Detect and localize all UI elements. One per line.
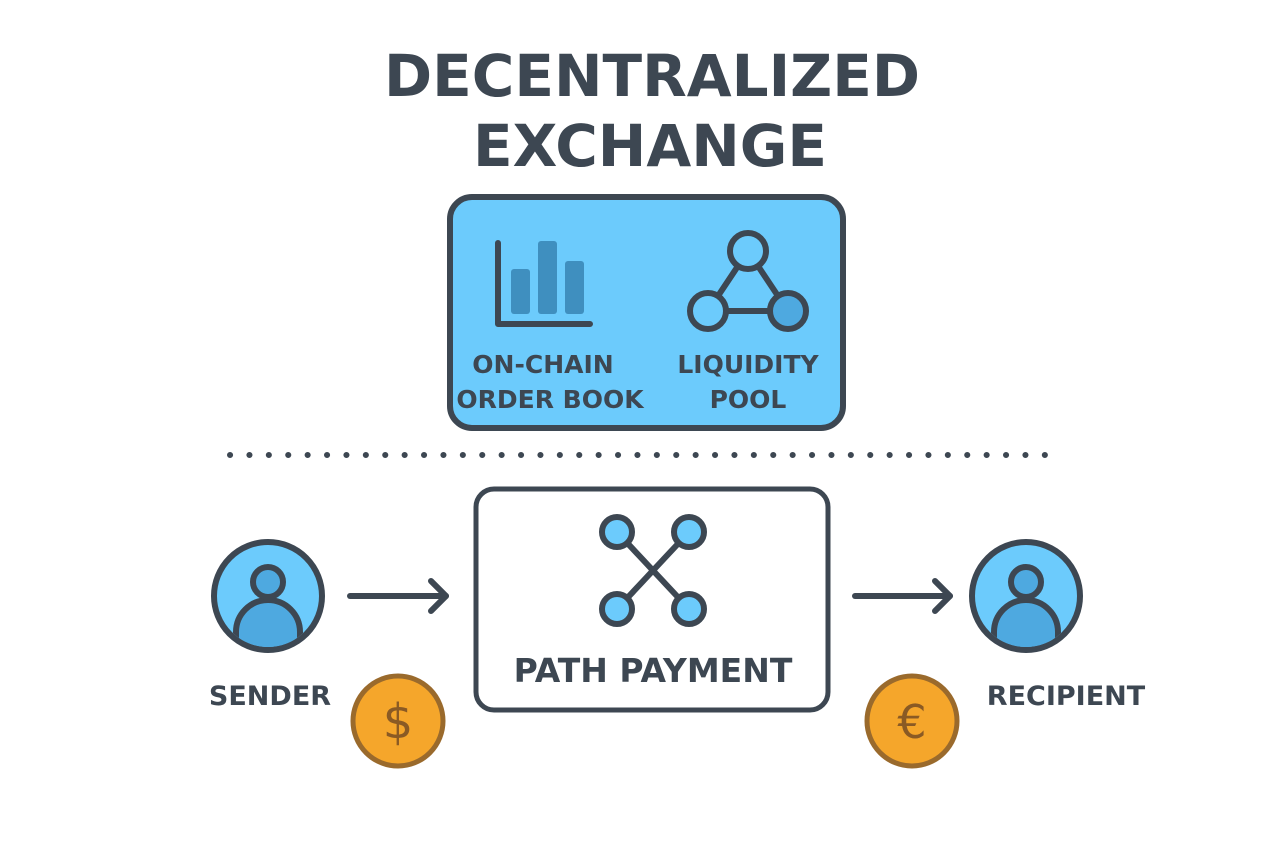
recipient: RECIPIENT €: [864, 539, 1146, 769]
arrow-right-icon: [852, 578, 953, 614]
euro-coin-icon: €: [864, 673, 960, 769]
sender-user-icon: [211, 539, 325, 653]
exchange-box: ON-CHAIN ORDER BOOK LIQUIDITY POOL: [447, 194, 846, 431]
sender: SENDER $: [209, 539, 446, 769]
liquidity-pool-label-2: POOL: [710, 385, 787, 414]
order-book-label-1: ON-CHAIN: [472, 350, 613, 379]
svg-text:€: €: [897, 695, 926, 749]
title-line-1: DECENTRALIZED: [384, 42, 920, 110]
dollar-coin-icon: $: [350, 673, 446, 769]
path-payment-label: PATH PAYMENT: [514, 651, 793, 690]
sender-label: SENDER: [209, 681, 331, 712]
recipient-label: RECIPIENT: [987, 681, 1146, 712]
title-line-2: EXCHANGE: [473, 112, 827, 180]
svg-text:$: $: [383, 694, 414, 750]
crossed-network-icon: [599, 514, 707, 627]
bar-chart-icon: [495, 240, 593, 327]
order-book-label-2: ORDER BOOK: [456, 385, 645, 414]
path-payment-box: PATH PAYMENT: [473, 486, 831, 713]
liquidity-pool-label-1: LIQUIDITY: [677, 350, 819, 379]
recipient-user-icon: [969, 539, 1083, 653]
triangle-network-icon: [687, 230, 809, 332]
arrow-right-icon: [347, 578, 449, 614]
